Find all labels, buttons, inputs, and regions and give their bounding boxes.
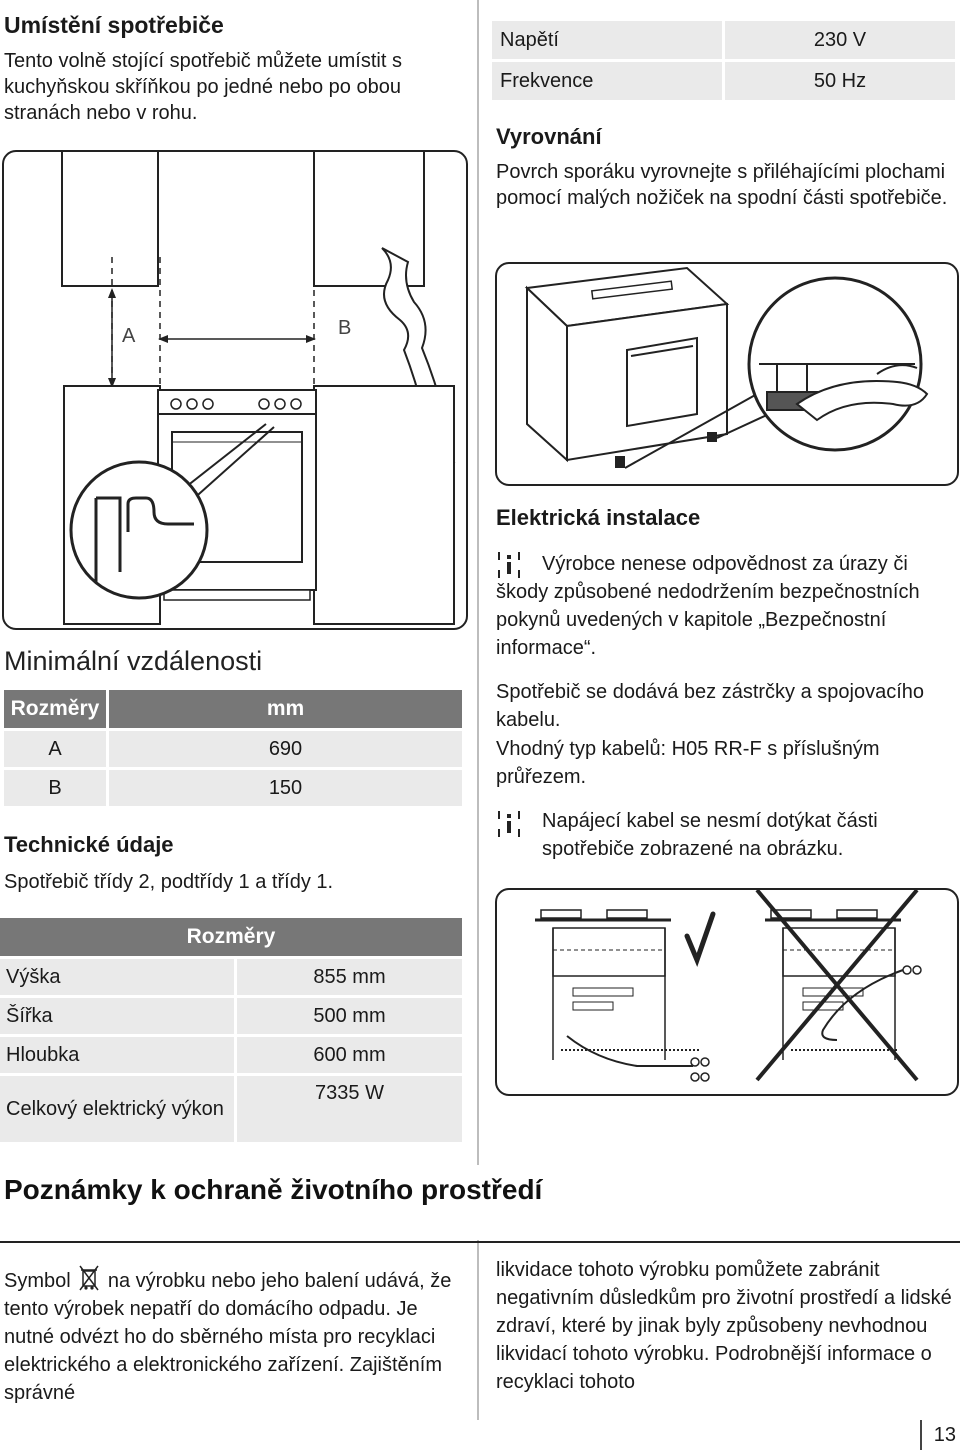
stove-wrong [755,890,922,1082]
dimensions-header: Rozměry [0,918,462,956]
column-divider-bottom [477,1240,479,1420]
dim-value: 855 mm [237,959,462,995]
power-table: Napětí 230 V Frekvence 50 Hz [492,21,958,100]
environment-left-rest: na výrobku nebo jeho balení udává, že te… [4,1270,452,1404]
label-a: A [122,325,136,347]
min-distances-header-mm: mm [109,690,462,728]
electrical-note1: Výrobce nenese odpovědnost za úrazy či š… [496,553,920,659]
table-row: Celkový elektrický výkon 7335 W [0,1076,462,1142]
dim-cell: A [4,731,106,767]
table-row: Frekvence 50 Hz [492,62,958,100]
dim-label: Šířka [0,998,234,1034]
table-row: Napětí 230 V [492,21,958,59]
table-row: Hloubka 600 mm [0,1037,462,1073]
placement-figure: A B [2,150,468,630]
stove-correct [535,909,710,1082]
dim-label: Výška [0,959,234,995]
info-icon [498,552,520,578]
dim-label: Celkový elektrický výkon [0,1076,234,1142]
power-value: 230 V [725,21,955,59]
table-row: Výška 855 mm [0,959,462,995]
column-divider [477,0,479,1165]
electrical-note2: Napájecí kabel se nesmí dotýkat části sp… [542,810,878,860]
table-row: A 690 [4,731,462,767]
dim-label: Hloubka [0,1037,234,1073]
power-value: 50 Hz [725,62,955,100]
info-icon [498,811,520,837]
cable-illustration [535,890,922,1082]
min-distances-title: Minimální vzdálenosti [4,646,263,676]
electrical-para2: Vhodný typ kabelů: H05 RR-F s příslušným… [496,738,880,788]
min-distances-header-dim: Rozměry [4,690,106,728]
dim-value: 7335 W [237,1076,462,1142]
technical-title: Technické údaje [4,832,174,857]
cable-figure [495,888,959,1096]
power-label: Frekvence [492,62,722,100]
table-row: Šířka 500 mm [0,998,462,1034]
placement-text: Tento volně stojící spotřebič můžete umí… [4,50,402,124]
dimensions-table: Rozměry Výška 855 mm Šířka 500 mm Hloubk… [0,918,462,1142]
leveling-text: Povrch sporáku vyrovnejte s přiléhajícím… [496,161,948,209]
environment-title: Poznámky k ochraně životního prostředí [4,1174,543,1205]
mm-cell: 150 [109,770,462,806]
environment-left-text: Symbol na výrobku nebo jeho balení udává… [4,1265,466,1407]
dim-cell: B [4,770,106,806]
page-number: 13 [920,1420,956,1450]
crossed-bin-icon [79,1265,99,1291]
leveling-title: Vyrovnání [496,124,602,149]
power-label: Napětí [492,21,722,59]
section-divider [0,1241,960,1243]
technical-text: Spotřebič třídy 2, podtřídy 1 a třídy 1. [4,871,334,893]
placement-title: Umístění spotřebiče [4,12,224,38]
min-distances-table: Rozměry mm A 690 B 150 [4,690,462,806]
symbol-word: Symbol [4,1270,71,1292]
dim-value: 600 mm [237,1037,462,1073]
label-b: B [338,317,351,339]
mm-cell: 690 [109,731,462,767]
stove-placement-illustration: A B [61,152,456,625]
dim-value: 500 mm [237,998,462,1034]
leveling-figure [495,262,959,486]
electrical-para1: Spotřebič se dodává bez zástrčky a spojo… [496,681,925,731]
table-row: B 150 [4,770,462,806]
leveling-illustration [524,266,929,469]
environment-right-text: likvidace tohoto výrobku pomůžete zabrán… [496,1259,952,1393]
electrical-title: Elektrická instalace [496,505,701,530]
